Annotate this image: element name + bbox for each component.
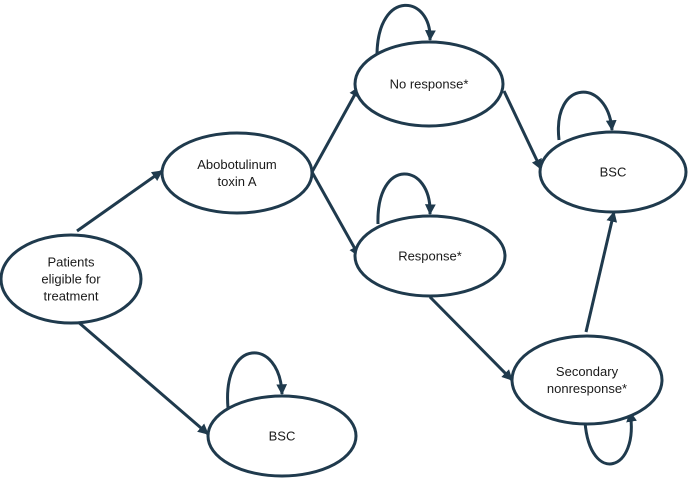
- node-no-response-ellipse: [353, 40, 505, 128]
- node-patients-label-line-2: eligible for: [41, 272, 101, 287]
- self-loop-response: [376, 172, 436, 225]
- node-bsc-right-ellipse: [538, 130, 688, 214]
- node-no-response: No response*: [353, 40, 505, 128]
- node-abobotulinum-ellipse: [160, 131, 314, 215]
- arrow-no-response-to-bsc-right: [502, 90, 543, 170]
- node-patients-ellipse: [0, 233, 143, 325]
- self-loop-secondary-nonresponse: [583, 410, 637, 466]
- node-bsc-right: BSC: [538, 130, 688, 214]
- node-abobotulinum-label-line-1: Abobotulinum: [197, 157, 277, 172]
- node-patients-label-line-3: treatment: [44, 289, 99, 304]
- self-loop-bsc-bottom: [226, 351, 288, 409]
- node-response-ellipse: [353, 214, 507, 298]
- node-bsc-bottom-label-line-1: BSC: [269, 429, 296, 444]
- node-abobotulinum-label-line-2: toxin A: [217, 174, 256, 189]
- self-loop-no-response: [375, 3, 436, 55]
- arrow-patients-to-abobotulinum: [76, 169, 163, 233]
- node-secondary-nonresponse-label-line-2: nonresponse*: [547, 381, 627, 396]
- node-patients-label-line-1: Patients: [48, 255, 95, 270]
- arrow-response-to-secondary-nonresponse: [428, 295, 514, 382]
- node-secondary-nonresponse-label-line-1: Secondary: [556, 364, 619, 379]
- node-bsc-bottom: BSC: [206, 394, 358, 478]
- node-secondary-nonresponse-ellipse: [510, 334, 664, 426]
- arrow-abobotulinum-to-no-response: [310, 86, 361, 173]
- node-no-response-label-line-1: No response*: [390, 77, 469, 92]
- arrow-patients-to-bsc-bottom: [76, 319, 209, 436]
- arrow-secondary-nonresponse-to-bsc-right: [584, 210, 618, 333]
- node-patients: Patients eligible for treatment: [0, 233, 143, 325]
- node-bsc-right-label-line-1: BSC: [600, 165, 627, 180]
- node-secondary-nonresponse: Secondary nonresponse*: [510, 334, 664, 426]
- node-response: Response*: [353, 214, 507, 298]
- node-bsc-bottom-ellipse: [206, 394, 358, 478]
- node-response-label-line-1: Response*: [398, 249, 462, 264]
- node-abobotulinum: Abobotulinum toxin A: [160, 131, 314, 215]
- self-loop-bsc-right: [556, 90, 617, 141]
- arrow-abobotulinum-to-response: [310, 171, 361, 257]
